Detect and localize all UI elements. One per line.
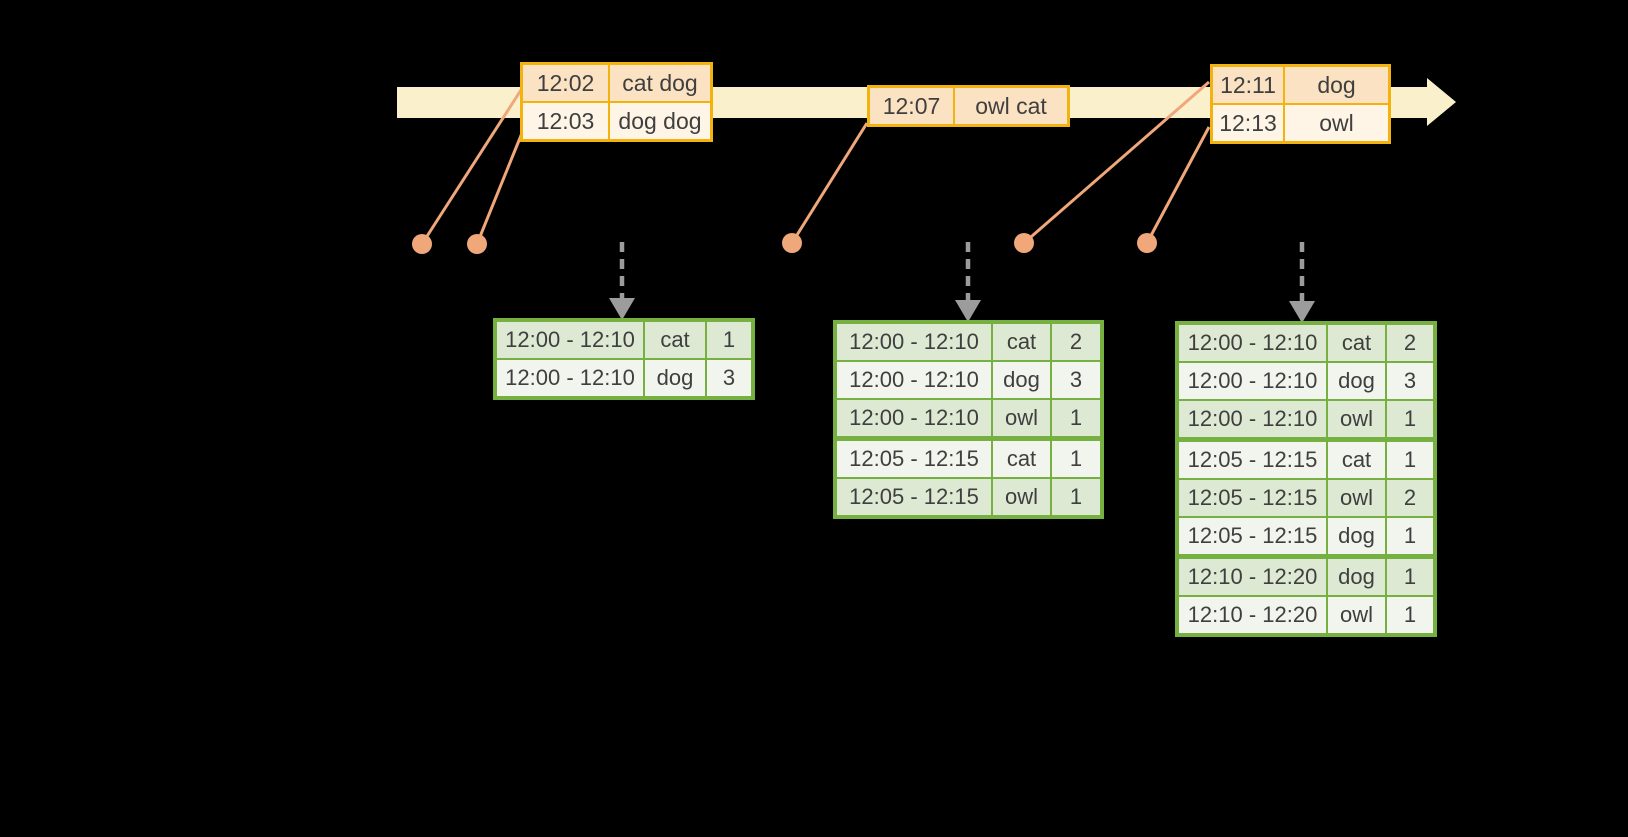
window-cell: 12:05 - 12:15	[837, 441, 991, 477]
window-cell: 12:00 - 12:10	[837, 362, 991, 398]
count-cell: 3	[1387, 363, 1433, 399]
table-row: 12:05 - 12:15 dog 1	[1179, 518, 1433, 554]
result-table-3: 12:00 - 12:10 cat 2 12:00 - 12:10 dog 3 …	[1175, 321, 1437, 637]
count-cell: 1	[1387, 442, 1433, 478]
event-words-cell: owl	[1285, 105, 1388, 141]
table-row: 12:00 - 12:10 cat 2	[1179, 325, 1433, 361]
event-dot-1211	[1014, 233, 1034, 253]
word-cell: owl	[1328, 401, 1385, 437]
word-cell: owl	[993, 400, 1050, 436]
event-time-cell: 12:02	[523, 65, 608, 101]
trigger-arrowhead-icon-2	[955, 300, 981, 322]
table-row: 12:10 - 12:20 dog 1	[1179, 559, 1433, 595]
word-cell: cat	[1328, 442, 1385, 478]
event-table-2: 12:07 owl cat	[867, 85, 1070, 127]
count-cell: 1	[707, 322, 751, 358]
table-row: 12:00 - 12:10 dog 3	[1179, 363, 1433, 399]
leader-line-1203	[475, 132, 524, 245]
window-cell: 12:00 - 12:10	[1179, 325, 1326, 361]
table-row: 12:05 - 12:15 cat 1	[1179, 442, 1433, 478]
event-dot-1207	[782, 233, 802, 253]
table-row: 12:00 - 12:10 dog 3	[497, 360, 751, 396]
event-leader-lines	[420, 80, 1211, 245]
event-dot-1213	[1137, 233, 1157, 253]
event-dots	[412, 233, 1157, 254]
result-table-2: 12:00 - 12:10 cat 2 12:00 - 12:10 dog 3 …	[833, 320, 1104, 519]
window-cell: 12:10 - 12:20	[1179, 597, 1326, 633]
event-words-cell: owl cat	[955, 88, 1067, 124]
window-cell: 12:05 - 12:15	[837, 479, 991, 515]
window-cell: 12:00 - 12:10	[497, 360, 643, 396]
event-dot-1202	[412, 234, 432, 254]
count-cell: 1	[1052, 479, 1100, 515]
result-table-1: 12:00 - 12:10 cat 1 12:00 - 12:10 dog 3	[493, 318, 755, 400]
word-cell: owl	[1328, 480, 1385, 516]
event-time-cell: 12:11	[1213, 67, 1283, 103]
word-cell: cat	[993, 441, 1050, 477]
event-time-cell: 12:13	[1213, 105, 1283, 141]
event-dot-1203	[467, 234, 487, 254]
window-cell: 12:00 - 12:10	[1179, 401, 1326, 437]
table-row: 12:00 - 12:10 cat 1	[497, 322, 751, 358]
event-table-1: 12:02 cat dog 12:03 dog dog	[520, 62, 713, 142]
word-cell: dog	[1328, 518, 1385, 554]
word-cell: dog	[1328, 559, 1385, 595]
table-row: 12:05 - 12:15 owl 2	[1179, 480, 1433, 516]
count-cell: 3	[1052, 362, 1100, 398]
leader-line-1213	[1145, 126, 1211, 244]
window-cell: 12:00 - 12:10	[1179, 363, 1326, 399]
event-words-cell: dog dog	[610, 103, 710, 139]
event-words-cell: cat dog	[610, 65, 710, 101]
table-row: 12:05 - 12:15 cat 1	[837, 441, 1100, 477]
table-row: 12:00 - 12:10 dog 3	[837, 362, 1100, 398]
count-cell: 1	[1052, 400, 1100, 436]
event-words-cell: dog	[1285, 67, 1388, 103]
event-time-cell: 12:07	[870, 88, 953, 124]
word-cell: cat	[1328, 325, 1385, 361]
table-row: 12:10 - 12:20 owl 1	[1179, 597, 1433, 633]
trigger-arrows	[609, 242, 1315, 323]
window-cell: 12:00 - 12:10	[837, 324, 991, 360]
word-cell: cat	[993, 324, 1050, 360]
table-row: 12:05 - 12:15 owl 1	[837, 479, 1100, 515]
word-cell: cat	[645, 322, 705, 358]
count-cell: 3	[707, 360, 751, 396]
timeline-arrowhead-icon	[1427, 78, 1456, 126]
table-row: 12:00 - 12:10 owl 1	[837, 400, 1100, 436]
leader-line-1202	[420, 89, 523, 245]
trigger-arrowhead-icon-1	[609, 298, 635, 320]
count-cell: 1	[1387, 597, 1433, 633]
window-cell: 12:05 - 12:15	[1179, 518, 1326, 554]
window-cell: 12:05 - 12:15	[1179, 480, 1326, 516]
count-cell: 1	[1387, 401, 1433, 437]
window-cell: 12:10 - 12:20	[1179, 559, 1326, 595]
count-cell: 1	[1387, 559, 1433, 595]
leader-line-1211	[1023, 80, 1210, 245]
event-time-cell: 12:03	[523, 103, 608, 139]
window-cell: 12:00 - 12:10	[497, 322, 643, 358]
window-cell: 12:00 - 12:10	[837, 400, 991, 436]
event-table-3: 12:11 dog 12:13 owl	[1210, 64, 1391, 144]
count-cell: 2	[1387, 325, 1433, 361]
table-row: 12:00 - 12:10 cat 2	[837, 324, 1100, 360]
word-cell: dog	[993, 362, 1050, 398]
word-cell: owl	[1328, 597, 1385, 633]
word-cell: dog	[645, 360, 705, 396]
trigger-arrowhead-icon-3	[1289, 301, 1315, 323]
count-cell: 1	[1387, 518, 1433, 554]
window-cell: 12:05 - 12:15	[1179, 442, 1326, 478]
count-cell: 1	[1052, 441, 1100, 477]
count-cell: 2	[1387, 480, 1433, 516]
word-cell: owl	[993, 479, 1050, 515]
table-row: 12:00 - 12:10 owl 1	[1179, 401, 1433, 437]
word-cell: dog	[1328, 363, 1385, 399]
leader-line-1207	[790, 122, 869, 244]
count-cell: 2	[1052, 324, 1100, 360]
